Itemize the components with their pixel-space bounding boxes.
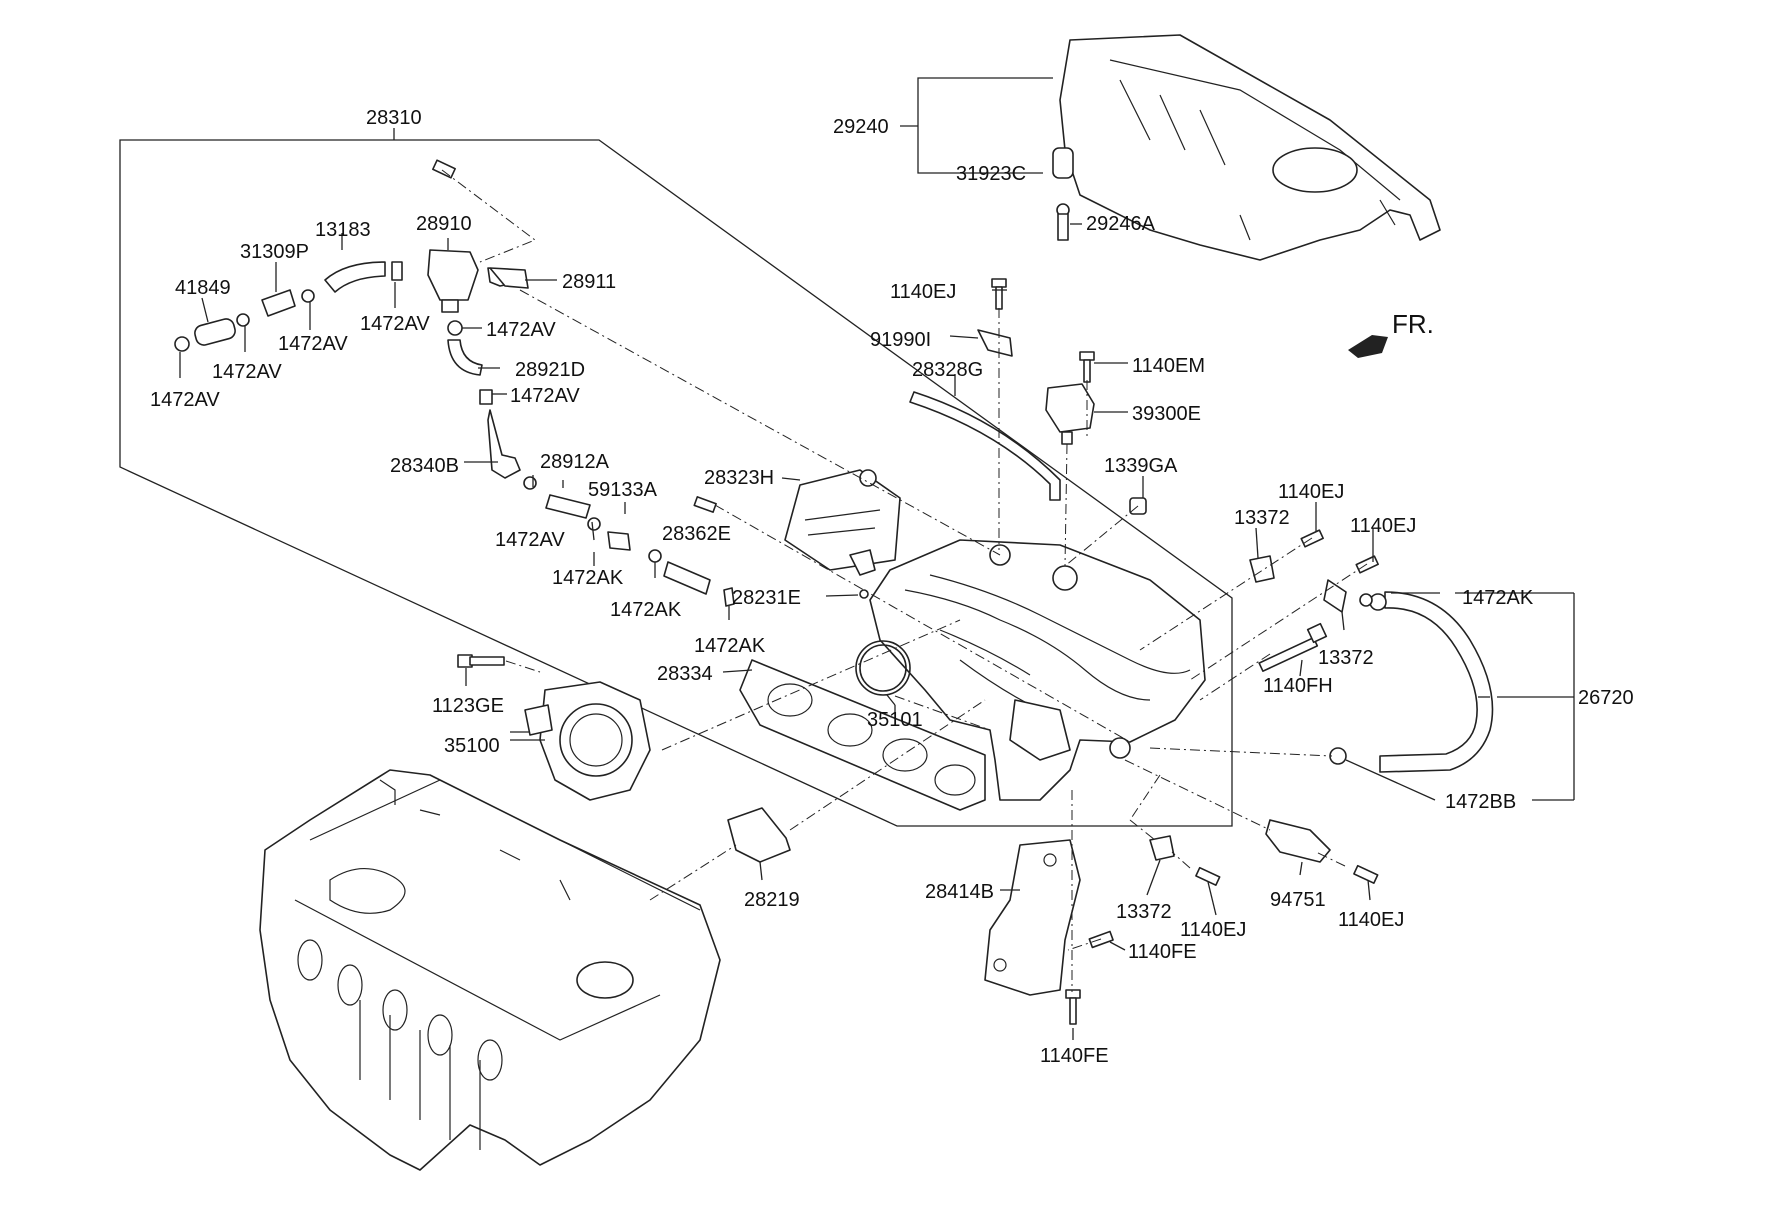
bolt-1140FH [1258, 622, 1328, 673]
bolt-1140EJ-d [1353, 864, 1379, 884]
callout-1472AV-c: 1472AV [486, 319, 556, 341]
bracket-28219 [727, 807, 791, 863]
callout-35100: 35100 [444, 735, 500, 757]
callout-91990I: 91990I [870, 329, 931, 351]
bolt-1140FE-a [1088, 930, 1114, 949]
callout-13372-c: 13372 [1116, 901, 1172, 923]
front-direction-indicator: FR. [1348, 309, 1434, 358]
callout-1472AV-f: 1472AV [510, 385, 580, 407]
callout-28310: 28310 [366, 107, 422, 129]
front-direction-label: FR. [1392, 309, 1434, 339]
callout-1339GA: 1339GA [1104, 455, 1178, 477]
callout-13372-a: 13372 [1234, 507, 1290, 529]
callout-28219: 28219 [744, 889, 800, 911]
callout-31309P: 31309P [240, 241, 309, 263]
gasket-35101 [855, 640, 911, 696]
callout-1472AK-d: 1472AK [1462, 587, 1534, 609]
callout-1472AK-c: 1472AK [694, 635, 766, 657]
callout-1472AV-g: 1472AV [495, 529, 565, 551]
callout-28334: 28334 [657, 663, 713, 685]
bolt-1140FE-b [1065, 989, 1081, 1025]
callout-28921D: 28921D [515, 359, 585, 381]
callout-1472AK-b: 1472AK [610, 599, 682, 621]
callout-1472BB: 1472BB [1445, 791, 1516, 813]
callout-1140FE-a: 1140FE [1128, 941, 1197, 963]
bracket-13372-c [1149, 835, 1175, 861]
callout-28414B: 28414B [925, 881, 994, 903]
callout-35101: 35101 [867, 709, 923, 731]
hose-28328G [909, 391, 1061, 501]
hose-26720 [1369, 591, 1494, 773]
callout-28911: 28911 [562, 271, 616, 293]
callout-41849: 41849 [175, 277, 231, 299]
callout-29240: 29240 [833, 116, 889, 138]
pcv-hose-parts [174, 249, 869, 607]
bolt-1140EJ-c [1195, 866, 1221, 886]
callout-1140FE-b: 1140FE [1040, 1045, 1109, 1067]
callout-1140EJ-top: 1140EJ [890, 281, 956, 303]
intake-manifold [869, 539, 1206, 801]
bracket-28414B [984, 839, 1081, 996]
assembly-frame-28310 [119, 128, 1233, 827]
callout-1472AV-d: 1472AV [212, 361, 282, 383]
bolt-1140EM [1079, 351, 1095, 383]
callout-28340B: 28340B [390, 455, 459, 477]
clamp-1472BB [1329, 747, 1347, 765]
grommet-31923C [1052, 147, 1074, 179]
bolt-1140EJ-top [991, 278, 1007, 310]
callout-28231E: 28231E [732, 587, 801, 609]
callout-1140EJ-b: 1140EJ [1350, 515, 1416, 537]
actuator-28323H [784, 469, 901, 571]
bracket-91990I [977, 329, 1013, 357]
callout-28328G: 28328G [912, 359, 983, 381]
callout-1472AV-e: 1472AV [150, 389, 220, 411]
stud-29246A [1056, 203, 1070, 241]
leader-lines [179, 77, 1575, 1040]
bracket-28911 [489, 267, 529, 289]
gasket-28334 [739, 659, 986, 811]
throttle-body-35100 [524, 681, 651, 801]
callout-1140EM: 1140EM [1132, 355, 1205, 377]
callout-1140EJ-d: 1140EJ [1338, 909, 1404, 931]
callout-1472AV-a: 1472AV [278, 333, 348, 355]
bolt-near-28323H [693, 496, 717, 513]
callout-1140EJ-a: 1140EJ [1278, 481, 1344, 503]
callout-94751: 94751 [1270, 889, 1326, 911]
callout-1472AK-a: 1472AK [552, 567, 624, 589]
clamp-1472AK-right [1359, 593, 1373, 607]
sensor-39300E [1045, 383, 1095, 445]
callout-1140EJ-c: 1140EJ [1180, 919, 1246, 941]
callout-1123GE: 1123GE [432, 695, 504, 717]
engine-cover [1059, 34, 1441, 261]
callout-29246A: 29246A [1086, 213, 1156, 235]
bracket-13372-b [1323, 579, 1347, 613]
callout-28910: 28910 [416, 213, 472, 235]
bracket-94751 [1265, 819, 1331, 863]
clip-near-manifold [849, 549, 876, 576]
callout-13372-b: 13372 [1318, 647, 1374, 669]
callout-26720: 26720 [1578, 687, 1634, 709]
alignment-lines [441, 169, 1368, 992]
callout-28362E: 28362E [662, 523, 731, 545]
callout-31923C: 31923C [956, 163, 1026, 185]
bolt-top [432, 159, 456, 179]
callout-1472AV-b: 1472AV [360, 313, 430, 335]
callout-1140FH: 1140FH [1263, 675, 1333, 697]
cylinder-head [259, 769, 721, 1171]
bracket-13372-a [1249, 555, 1275, 583]
callout-59133A: 59133A [588, 479, 658, 501]
bolt-1123GE [457, 654, 505, 668]
callout-28912A: 28912A [540, 451, 610, 473]
callout-13183: 13183 [315, 219, 371, 241]
callout-28323H: 28323H [704, 467, 774, 489]
callout-39300E: 39300E [1132, 403, 1201, 425]
callout-labels: 28310 29240 31923C 29246A 13183 28910 31… [150, 107, 1634, 1067]
